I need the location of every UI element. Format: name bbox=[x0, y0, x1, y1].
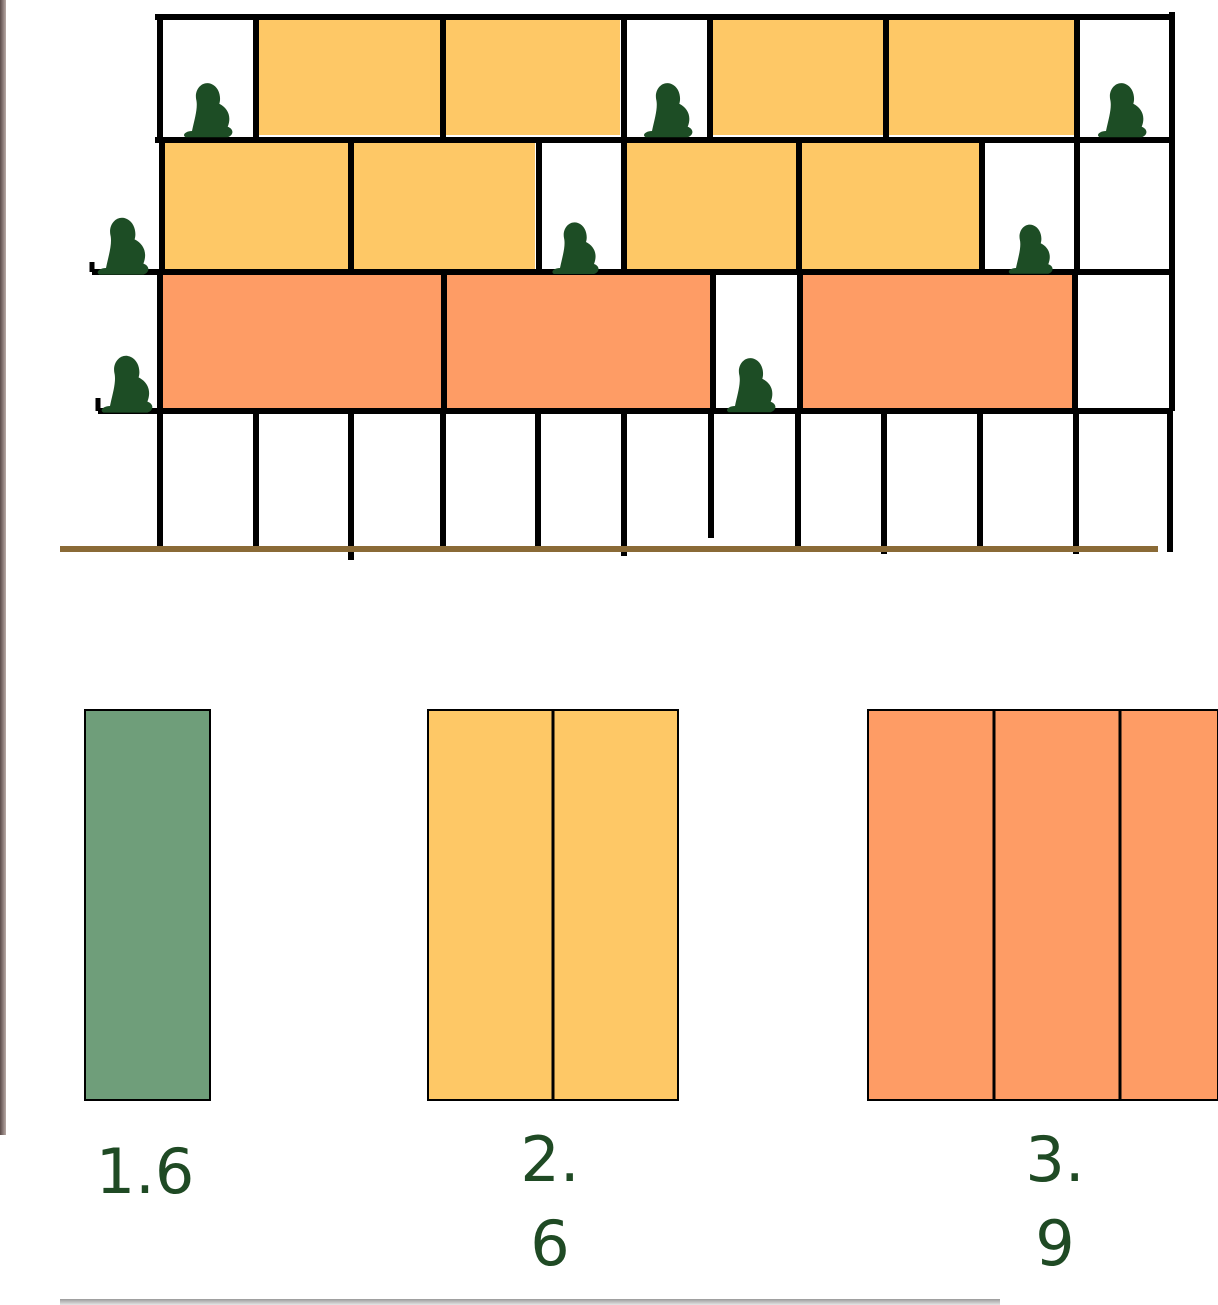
tree-icon-shape bbox=[1098, 83, 1146, 137]
legend-block-orange bbox=[868, 710, 1218, 1100]
tree-icon-shape bbox=[1009, 225, 1053, 274]
tree-icon bbox=[552, 222, 598, 274]
legend-label-yellow-line2: 6 bbox=[470, 1202, 630, 1286]
legend-label-orange-line1: 3. bbox=[975, 1118, 1135, 1202]
tree-icon-shape bbox=[184, 83, 232, 137]
bottom-edge-shadow bbox=[60, 1299, 1000, 1305]
tree-icon bbox=[184, 83, 232, 137]
legend-label-orange-line2: 9 bbox=[975, 1202, 1135, 1286]
panel-orange-10 bbox=[803, 275, 1073, 408]
tree-icon-shape bbox=[727, 358, 775, 412]
tree-icon-shape bbox=[552, 222, 598, 274]
panel-orange-8 bbox=[162, 275, 442, 408]
panel-yellow-7 bbox=[801, 143, 979, 271]
tree-icon bbox=[1009, 225, 1053, 274]
panel-orange-9 bbox=[447, 275, 711, 408]
panel-yellow-3 bbox=[888, 20, 1074, 135]
legend-label-yellow-line1: 2. bbox=[470, 1118, 630, 1202]
panel-yellow-0 bbox=[258, 20, 440, 135]
legend-label-green: 1.6 bbox=[75, 1130, 215, 1214]
tree-icon bbox=[102, 356, 153, 413]
tree-icon-shape bbox=[98, 218, 149, 275]
tree-icon bbox=[1098, 83, 1146, 137]
tree-icon bbox=[98, 218, 149, 275]
panel-yellow-1 bbox=[445, 20, 620, 135]
tree-icon bbox=[727, 358, 775, 412]
panel-yellow-4 bbox=[165, 143, 350, 271]
legend-block-green bbox=[85, 710, 210, 1100]
legend-label-green-text: 1.6 bbox=[75, 1130, 215, 1214]
panel-yellow-5 bbox=[353, 143, 535, 271]
panel-yellow-2 bbox=[712, 20, 884, 135]
legend-label-yellow: 2. 6 bbox=[470, 1118, 630, 1285]
legend-label-orange: 3. 9 bbox=[975, 1118, 1135, 1285]
panel-yellow-6 bbox=[627, 143, 797, 271]
tree-icon bbox=[644, 83, 692, 137]
tree-icon-shape bbox=[644, 83, 692, 137]
tree-icon-shape bbox=[102, 356, 153, 413]
